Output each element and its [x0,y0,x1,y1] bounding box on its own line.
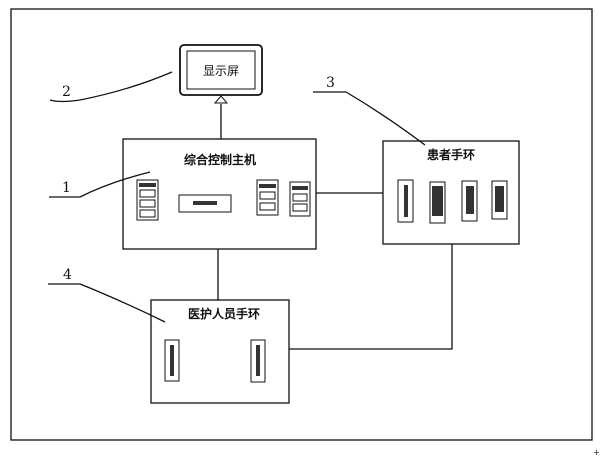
module-text-blur [170,345,174,376]
module-slot [260,203,275,210]
module-text-blur [259,184,276,188]
module-text-blur [404,185,408,217]
staff-band: 医护人员手环 [151,300,289,403]
display-label: 显示屏 [203,64,239,78]
host-controller: 综合控制主机 [123,139,316,249]
module-slot [293,204,307,211]
module-text-blur [466,186,474,214]
module-slot [140,200,155,207]
module-slot [140,190,155,197]
callout-1-number: 1 [62,180,71,196]
module-text-blur [292,186,308,190]
module-text-blur [432,186,443,216]
callout-2-number: 2 [62,84,71,100]
callout-3-number: 3 [326,75,335,91]
display-screen: 显示屏 [180,45,262,103]
patient-band-title: 患者手环 [427,147,475,162]
module-text-blur [495,186,504,212]
module-slot [260,192,275,199]
callout-4-leader [48,284,165,322]
patient-to-staff-line [289,244,452,349]
host-title: 综合控制主机 [184,152,256,167]
module-slot [140,210,155,217]
monitor-stand [215,96,227,103]
callout-3-leader [313,92,425,145]
page-mark: + [593,448,600,457]
module-text-blur [139,183,156,187]
callout-4-number: 4 [63,267,72,283]
staff-band-title: 医护人员手环 [188,306,260,321]
patient-band: 患者手环 [383,141,519,244]
module-text-blur [193,201,217,205]
module-text-blur [256,345,260,376]
module-slot [293,194,307,201]
